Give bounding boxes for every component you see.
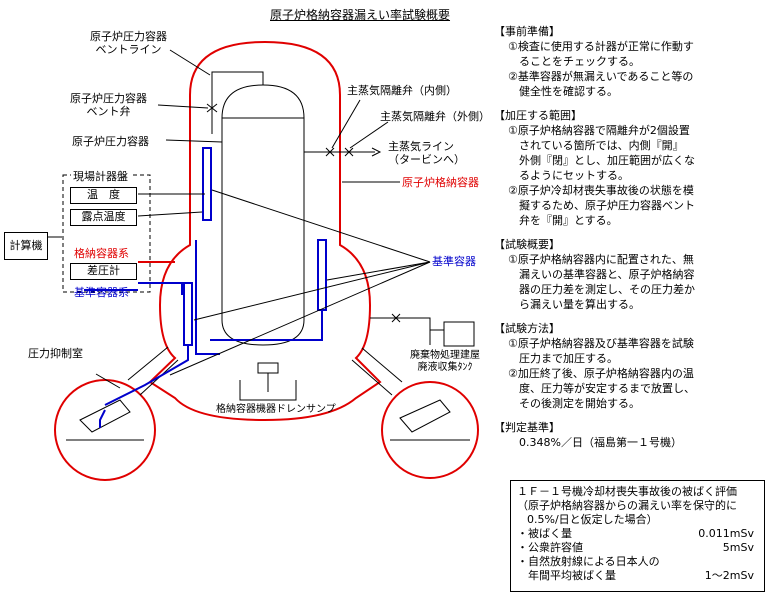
note-title: １Ｆ－１号機冷却材喪失事故後の被ばく評価 (517, 485, 737, 498)
ref-system-label: 基準容器系 (74, 286, 129, 299)
steam-line-label: 主蒸気ライン（タービンへ） (388, 140, 465, 166)
ref-system-line (84, 282, 183, 295)
panel-section: 【試験概要】 ①原子炉格納容器内に配置された、無 漏えいの基準容器と、原子炉格納容… (494, 237, 779, 312)
note-row: ・被ばく量 0.011mSv (517, 527, 760, 541)
vent-valve-label: 原子炉圧力容器ベント弁 (70, 92, 147, 118)
panel-section: 【加圧する範囲】 ①原子炉格納容器で隔離弁が2個設置 されている箇所では、内側『開… (494, 108, 779, 228)
note-row-label: ・自然放射線による日本人の (517, 555, 660, 568)
vent-line (206, 71, 264, 134)
panel-item: ②原子炉冷却材喪失事故後の状態を模 擬するため、原子炉圧力容器ベント 弁を『開』… (508, 184, 695, 227)
drain-line (370, 313, 475, 347)
dose-evaluation-box: １Ｆ－１号機冷却材喪失事故後の被ばく評価 （原子炉格納容器からの漏えい率を保守的… (510, 480, 765, 592)
instrument-lines (47, 193, 205, 238)
sump-label: 格納容器機器ドレンサンプ (216, 404, 336, 415)
panel-section: 【事前準備】 ①検査に使用する計器が正常に作動す ることをチェックする。②基準容器… (494, 24, 779, 99)
panel-section-heading: 【試験方法】 (494, 322, 560, 335)
pcv-system-label: 格納容器系 (74, 247, 129, 260)
panel-section-heading: 【事前準備】 (494, 25, 560, 38)
dp-meter-box: 差圧計 (70, 263, 137, 280)
panel-section: 【試験方法】 ①原子炉格納容器及び基準容器を試験 圧力まで加圧する。②加圧終了後、… (494, 321, 779, 411)
label-pointers (95, 49, 400, 389)
note-row: ・公衆許容値 5mSv (517, 541, 760, 555)
note-sub1: （原子炉格納容器からの漏えい率を保守的に (517, 499, 737, 512)
msiv-inner-label: 主蒸気隔離弁（内側） (347, 84, 457, 97)
pcv-label: 原子炉格納容器 (402, 176, 479, 189)
panel-section-heading: 【試験概要】 (494, 238, 560, 251)
note-row-value: 0.011mSv (698, 527, 754, 540)
note-row-value: 5mSv (722, 541, 754, 554)
panel-section-heading: 【判定基準】 (494, 421, 560, 434)
panel-item: ①原子炉格納容器内に配置された、無 漏えいの基準容器と、原子炉格納容 器の圧力差… (508, 253, 695, 311)
panel-item: ②加圧終了後、原子炉格納容器内の温 度、圧力等が安定するまで放置し、 その後測定… (508, 367, 695, 410)
computer-box: 計算機 (4, 232, 48, 260)
description-panel: 【事前準備】 ①検査に使用する計器が正常に作動す ることをチェックする。②基準容器… (494, 24, 779, 450)
vent-line-label: 原子炉圧力容器ベントライン (90, 30, 167, 56)
reference-vessels (99, 147, 327, 428)
panel-item: ①検査に使用する計器が正常に作動す ることをチェックする。 (508, 40, 694, 68)
panel-section: 【判定基準】 0.348%／日（福島第一１号機） (494, 420, 779, 450)
temperature-box: 温 度 (70, 187, 137, 204)
page-title: 原子炉格納容器漏えい率試験概要 (270, 8, 451, 22)
waste-tank-label: 廃棄物処理建屋廃液収集ﾀﾝｸ (410, 350, 480, 373)
note-row-value: 1～2mSv (704, 569, 754, 582)
sump-shape (239, 362, 297, 401)
note-row-label: ・被ばく量 (517, 527, 572, 540)
pcv-outline (54, 40, 479, 481)
main-steam-line (304, 147, 382, 157)
msiv-outer-label: 主蒸気隔離弁（外側） (380, 110, 490, 123)
ref-vessel-label: 基準容器 (432, 255, 476, 268)
note-sub2: 0.5%/日と仮定した場合） (527, 513, 658, 526)
panel-item: ①原子炉格納容器及び基準容器を試験 圧力まで加圧する。 (508, 337, 694, 365)
panel-item: 0.348%／日（福島第一１号機） (508, 436, 682, 449)
note-row-label: 年間平均被ばく量 (517, 569, 616, 582)
panel-item: ②基準容器が無漏えいであること等の 健全性を確認する。 (508, 70, 694, 98)
dew-point-box: 露点温度 (70, 209, 137, 226)
field-panel-label: 現場計器盤 (71, 170, 130, 183)
note-row: 年間平均被ばく量 1～2mSv (517, 569, 760, 583)
panel-section-heading: 【加圧する範囲】 (494, 109, 582, 122)
panel-item: ①原子炉格納容器で隔離弁が2個設置 されている箇所では、内側『開』 外側『閉』と… (508, 124, 695, 182)
note-row-value (754, 555, 760, 569)
note-row: ・自然放射線による日本人の (517, 555, 760, 569)
note-row-label: ・公衆許容値 (517, 541, 583, 554)
suppression-label: 圧力抑制室 (28, 347, 83, 360)
rpv-label: 原子炉圧力容器 (72, 135, 149, 148)
rpv-shape (221, 84, 305, 346)
ref-vessel-pointers (169, 189, 431, 376)
